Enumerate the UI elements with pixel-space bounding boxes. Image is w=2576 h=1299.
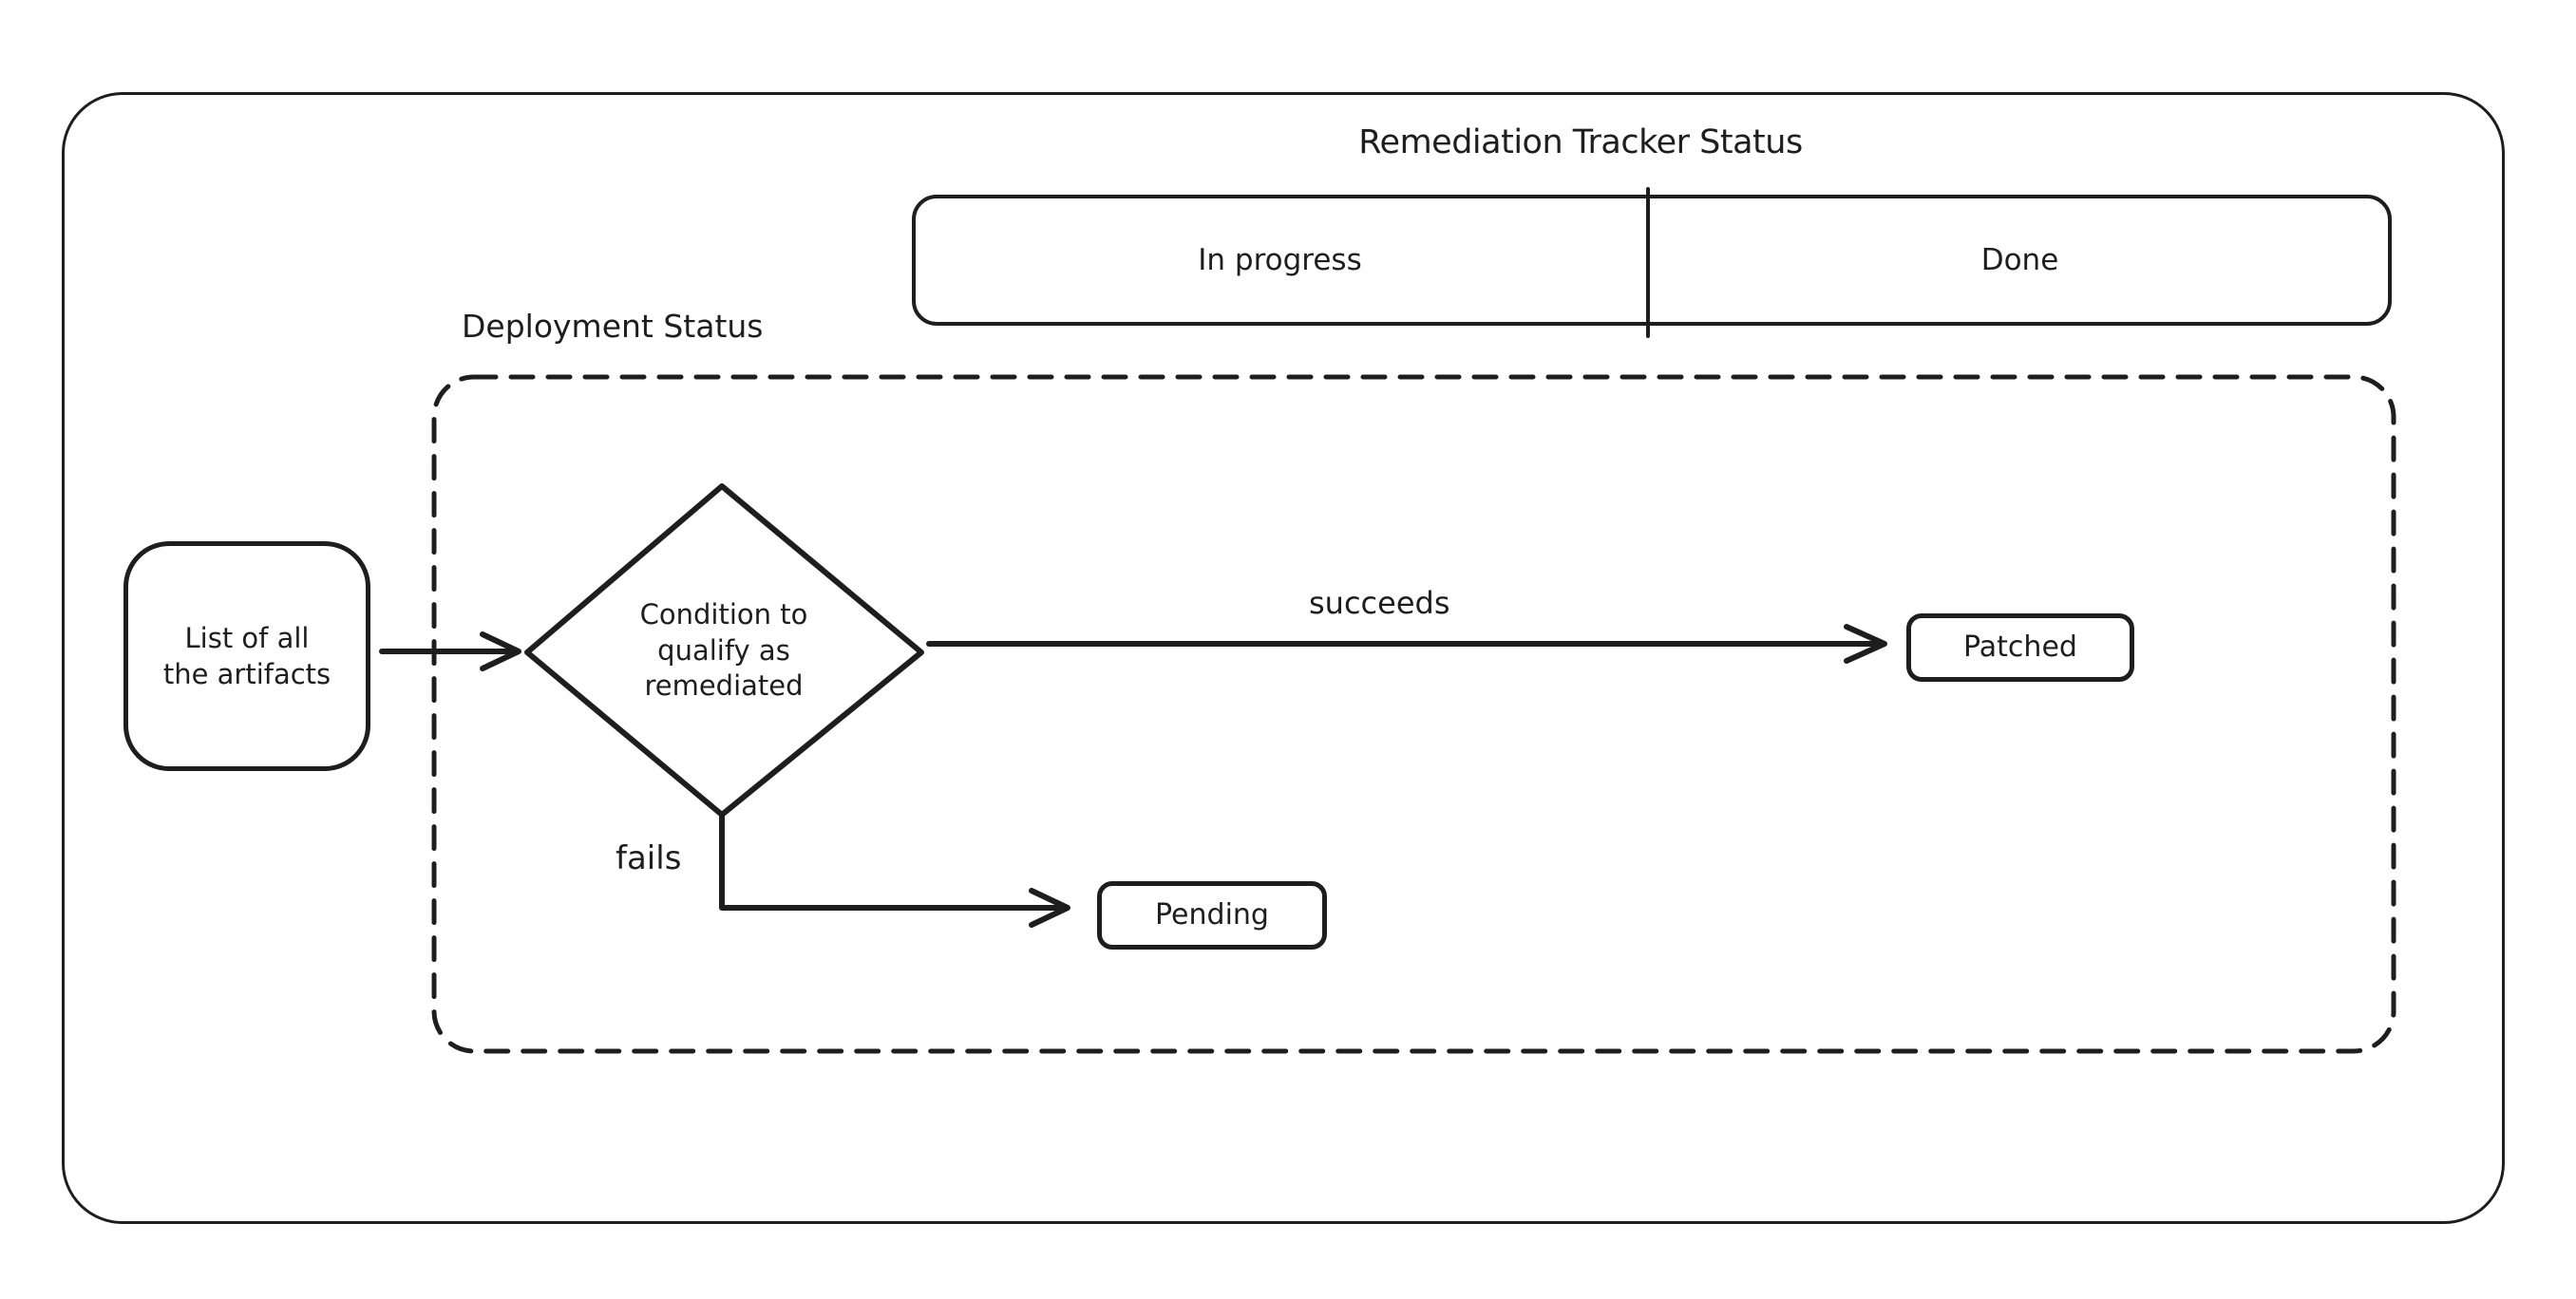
artifacts-node: List of all the artifacts <box>123 541 370 771</box>
succeeds-edge-label: succeeds <box>1309 585 1450 621</box>
fails-edge-label: fails <box>616 839 682 877</box>
deployment-status-label: Deployment Status <box>462 308 764 345</box>
diagram-title: Remediation Tracker Status <box>1358 123 1803 161</box>
patched-node: Patched <box>1906 613 2134 682</box>
tracker-bar <box>912 195 2392 326</box>
condition-diamond-label: Condition to qualify as remediated <box>639 598 808 703</box>
outer-frame <box>62 92 2505 1224</box>
tracker-segment-in-progress: In progress <box>1198 243 1362 277</box>
tracker-segment-done: Done <box>1980 243 2059 277</box>
pending-node: Pending <box>1097 881 1327 950</box>
